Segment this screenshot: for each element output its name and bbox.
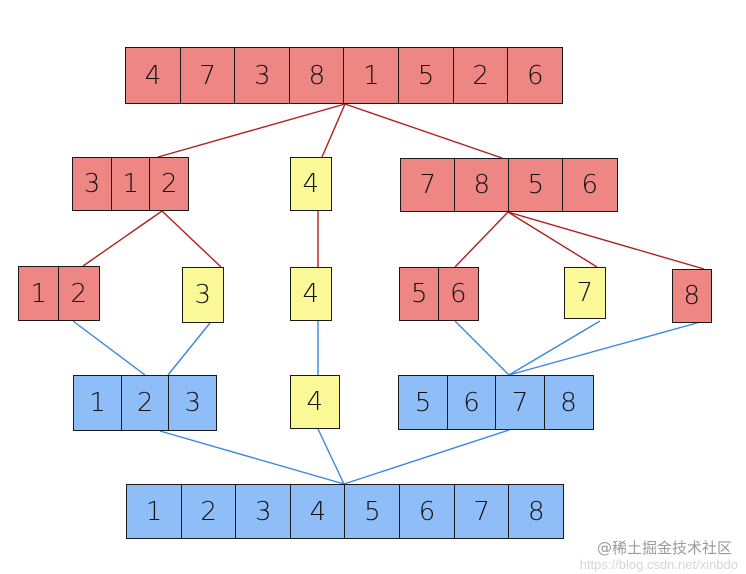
split-line [454,211,509,268]
array-cell: 6 [562,158,618,212]
watermark-url: https://blog.csdn.net/xinbdo [579,557,738,572]
array-cell: 3 [168,375,218,431]
array-cell: 5 [398,47,455,104]
array-cell: 8 [508,484,565,539]
split-line [507,211,598,268]
array-cell: 5 [508,158,564,212]
array-cell: 7 [564,267,606,319]
merge-line [508,320,705,376]
array-cell: 2 [180,484,237,539]
array-cell: 8 [454,158,510,212]
array-cell: 1 [18,266,60,321]
array-cell: 6 [438,267,479,321]
array-cell: 3 [234,47,291,104]
split-line [82,210,163,267]
array-cell: 4 [290,375,340,429]
split-line [161,210,222,268]
array-cell: 2 [120,375,170,431]
merge-line [159,430,345,485]
array-cell: 3 [235,484,292,539]
array-cell: 4 [125,47,182,104]
merge-line [317,428,345,485]
array-cell: 3 [72,157,113,211]
split-line [157,103,346,158]
array-cell: 7 [495,375,545,430]
array-cell: 4 [290,157,332,211]
merge-line [454,320,510,376]
array-cell: 2 [452,47,509,104]
array-cell: 6 [507,47,564,104]
merge-line [167,322,211,376]
split-line [507,211,705,270]
array-cell: 8 [672,269,712,323]
array-cell: 1 [126,484,183,539]
array-cell: 1 [343,47,400,104]
array-cell: 6 [399,484,456,539]
array-cell: 8 [288,47,345,104]
array-cell: 1 [110,157,151,211]
array-cell: 2 [58,266,100,321]
array-cell: 5 [398,375,448,430]
merge-line [508,320,601,376]
array-cell: 1 [73,375,123,431]
split-line [344,103,503,159]
array-cell: 2 [149,157,190,211]
array-cell: 4 [290,267,332,321]
array-cell: 7 [179,47,236,104]
array-cell: 3 [182,267,224,323]
array-cell: 7 [453,484,510,539]
array-cell: 6 [446,375,497,430]
merge-line [343,429,510,485]
array-cell: 7 [400,158,456,212]
merge-line [72,320,146,376]
array-cell: 8 [543,375,594,430]
array-cell: 4 [289,484,346,539]
watermark-label: @稀土掘金技术社区 [596,539,732,557]
split-line [321,103,346,158]
array-cell: 5 [344,484,401,539]
array-cell: 5 [399,267,440,321]
